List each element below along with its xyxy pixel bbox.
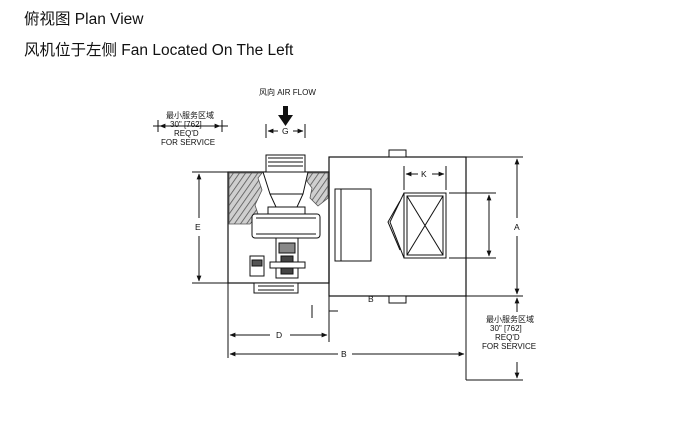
service-left-line4: FOR SERVICE [161,138,215,147]
filter-rack [334,188,372,262]
airflow-arrow-icon [278,106,293,126]
dimension-b [229,296,467,380]
coil-connections [388,149,407,304]
service-right-dimension [466,297,523,381]
service-right-line1: 最小服务区域 [486,314,534,324]
dimension-b-small-label: B [368,294,374,304]
dimension-d [227,283,338,358]
airflow-label: 风向 AIR FLOW [259,87,316,97]
coil [387,192,447,259]
dimension-g-label: G [282,126,289,136]
service-left-dimension [153,120,228,132]
insulation-left [228,172,263,225]
dimension-k [403,166,447,190]
dimension-g [265,124,306,138]
plan-view-title: 俯视图 Plan View [24,11,144,28]
dimension-d-label: D [276,330,282,340]
service-right-line3: REQ'D [495,333,520,342]
dimension-b-label: B [341,349,347,359]
insulation-right [305,172,329,207]
dimension-k-label: K [421,169,427,179]
dimension-e-label: E [195,222,201,232]
dimension-e [192,171,228,284]
dimension-a-label: A [514,222,520,232]
fan-inlet-collar [265,154,306,173]
dimension-a [466,156,523,297]
service-left-line3: REQ'D [174,129,199,138]
fan-location-subtitle: 风机位于左侧 Fan Located On The Left [24,42,294,59]
service-left-line1: 最小服务区域 [166,110,214,120]
service-left-line2: 30" [762] [170,120,202,129]
service-right-line2: 30" [762] [490,324,522,333]
fan-motor [249,237,306,294]
service-right-line4: FOR SERVICE [482,342,536,351]
dimension-coil-height [449,192,496,259]
